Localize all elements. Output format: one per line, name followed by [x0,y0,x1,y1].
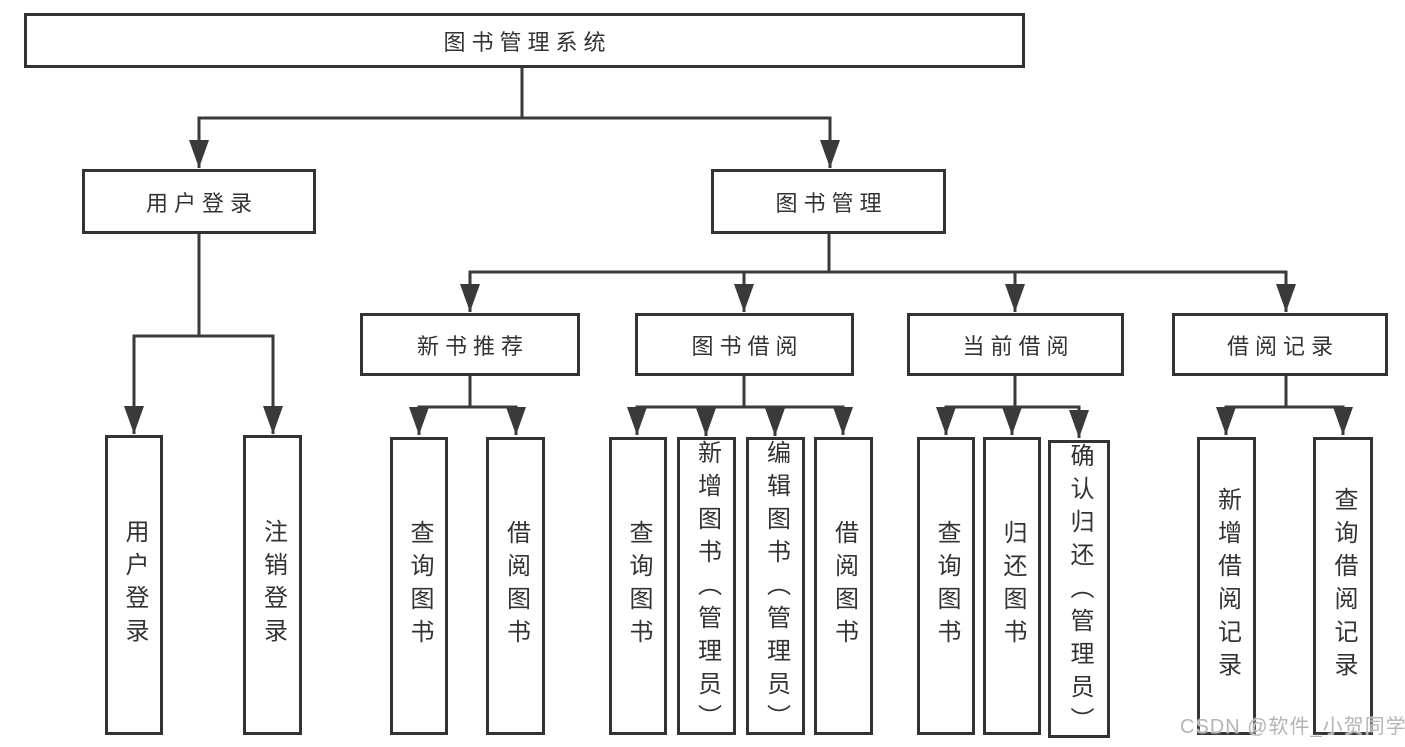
csdn-watermark: CSDN @软件_小贺同学 [1180,716,1405,738]
node-borrow-records: 借阅记录 [1172,313,1388,376]
node-leaf-edit-book-admin: 编辑图书（管理员） [746,437,805,737]
connector-borrow-records-children [1216,376,1353,435]
connector-user-login-children [124,234,283,434]
node-leaf-user-login: 用户登录 [105,435,163,735]
node-leaf-logout: 注销登录 [243,435,302,735]
node-leaf-query-books-1: 查询图书 [390,437,448,735]
node-book-management: 图书管理 [711,169,946,234]
node-leaf-confirm-return-admin: 确认归还（管理员） [1048,440,1110,740]
node-leaf-query-books-3: 查询图书 [917,437,975,735]
node-leaf-query-books-2: 查询图书 [609,437,667,735]
node-root: 图书管理系统 [24,13,1025,68]
node-book-borrow: 图书借阅 [635,313,854,376]
node-current-borrow: 当前借阅 [907,313,1124,376]
connector-current-borrow-children [936,376,1089,438]
node-leaf-add-book-admin: 新增图书（管理员） [677,437,736,737]
node-leaf-return-book: 归还图书 [983,437,1041,735]
connector-book-mgmt-to-level2 [460,234,1296,312]
node-leaf-add-borrow-record: 新增借阅记录 [1197,437,1256,735]
connector-new-book-children [409,376,526,435]
connector-book-borrow-children [627,376,853,436]
node-leaf-query-borrow-record: 查询借阅记录 [1313,437,1373,735]
connector-root-to-level1 [189,68,840,168]
node-new-book-recommend: 新书推荐 [360,313,580,376]
node-leaf-borrow-books-1: 借阅图书 [486,437,545,735]
node-leaf-borrow-books-2: 借阅图书 [814,437,873,735]
node-user-login: 用户登录 [82,169,316,234]
